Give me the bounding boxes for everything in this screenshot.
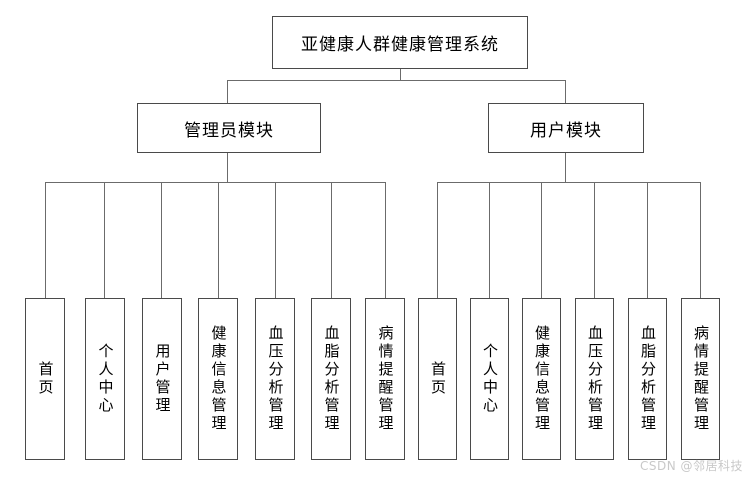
node-admin-leaf-condition-reminder[interactable]: 病情提醒管理 — [365, 298, 405, 460]
connector-user-leaf-1 — [437, 182, 438, 298]
node-admin-leaf-health-info-management-label: 健康信息管理 — [209, 325, 228, 433]
connector-user-leaf-6 — [700, 182, 701, 298]
connector-admin-leaf-2 — [104, 182, 105, 298]
node-admin-module-label: 管理员模块 — [184, 120, 274, 141]
connector-admin-leaf-1 — [45, 182, 46, 298]
node-admin-leaf-condition-reminder-label: 病情提醒管理 — [376, 325, 395, 433]
node-user-leaf-home-label: 首页 — [429, 361, 447, 397]
node-user-leaf-personal-center-label: 个人中心 — [481, 343, 499, 415]
node-user-leaf-blood-lipid-analysis-label: 血脂分析管理 — [639, 325, 657, 433]
node-user-module[interactable]: 用户模块 — [488, 103, 644, 153]
node-user-leaf-personal-center[interactable]: 个人中心 — [470, 298, 509, 460]
node-user-leaf-condition-reminder[interactable]: 病情提醒管理 — [681, 298, 720, 460]
node-admin-leaf-personal-center-label: 个人中心 — [96, 343, 115, 415]
connector-user-leaf-5 — [647, 182, 648, 298]
node-admin-leaf-blood-lipid-analysis-label: 血脂分析管理 — [322, 325, 341, 433]
watermark-text: CSDN @邻居科技 — [639, 459, 743, 473]
node-admin-leaf-user-management-label: 用户管理 — [153, 343, 172, 415]
connector-user-leaf-4 — [594, 182, 595, 298]
connector-admin-leaf-6 — [331, 182, 332, 298]
node-admin-module[interactable]: 管理员模块 — [137, 103, 321, 153]
connector-admin-leaf-5 — [275, 182, 276, 298]
node-user-leaf-condition-reminder-label: 病情提醒管理 — [692, 325, 710, 433]
connector-user-bus — [437, 182, 700, 183]
node-user-leaf-blood-pressure-analysis-label: 血压分析管理 — [586, 325, 604, 433]
node-user-module-label: 用户模块 — [530, 120, 602, 141]
connector-to-admin — [227, 80, 228, 103]
connector-admin-leaf-3 — [161, 182, 162, 298]
node-admin-leaf-health-info-management[interactable]: 健康信息管理 — [198, 298, 238, 460]
node-admin-leaf-blood-lipid-analysis[interactable]: 血脂分析管理 — [311, 298, 351, 460]
connector-admin-bus — [45, 182, 385, 183]
node-user-leaf-blood-pressure-analysis[interactable]: 血压分析管理 — [575, 298, 614, 460]
connector-root-stem — [400, 69, 401, 81]
node-admin-leaf-blood-pressure-analysis[interactable]: 血压分析管理 — [255, 298, 295, 460]
node-admin-leaf-personal-center[interactable]: 个人中心 — [85, 298, 125, 460]
node-user-leaf-health-info-management-label: 健康信息管理 — [533, 325, 551, 433]
node-root-label: 亚健康人群健康管理系统 — [301, 35, 499, 55]
node-root-system[interactable]: 亚健康人群健康管理系统 — [272, 16, 528, 69]
connector-admin-leaf-4 — [218, 182, 219, 298]
node-user-leaf-blood-lipid-analysis[interactable]: 血脂分析管理 — [628, 298, 667, 460]
connector-user-leaf-2 — [489, 182, 490, 298]
connector-to-user — [565, 80, 566, 103]
node-user-leaf-health-info-management[interactable]: 健康信息管理 — [522, 298, 561, 460]
node-admin-leaf-home[interactable]: 首页 — [25, 298, 65, 460]
connector-admin-leaf-7 — [385, 182, 386, 298]
node-user-leaf-home[interactable]: 首页 — [418, 298, 457, 460]
connector-level2-bus — [227, 80, 566, 81]
node-admin-leaf-home-label: 首页 — [36, 361, 55, 397]
node-admin-leaf-blood-pressure-analysis-label: 血压分析管理 — [266, 325, 285, 433]
connector-user-stem — [565, 153, 566, 182]
connector-user-leaf-3 — [541, 182, 542, 298]
connector-admin-stem — [227, 153, 228, 182]
node-admin-leaf-user-management[interactable]: 用户管理 — [142, 298, 182, 460]
